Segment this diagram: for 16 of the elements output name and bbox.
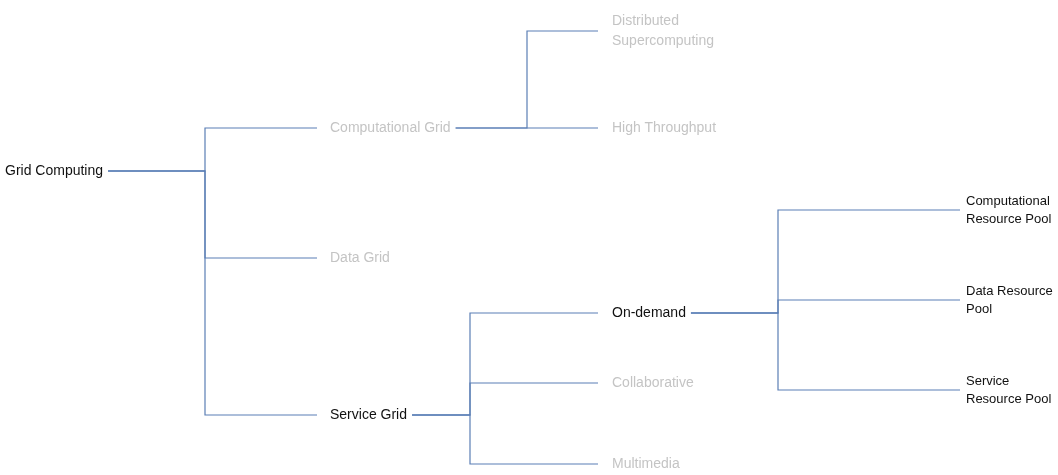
connector-line bbox=[455, 127, 599, 129]
node-label: High Throughput bbox=[612, 118, 717, 138]
node-label: Computational Grid bbox=[330, 118, 451, 138]
node-label: Service Grid bbox=[330, 405, 408, 425]
connector-line bbox=[411, 414, 599, 465]
node-label: Service Resource Pool bbox=[966, 371, 1053, 408]
node-label: Data Resource Pool bbox=[966, 281, 1054, 318]
node-label: Multimedia bbox=[612, 454, 680, 474]
connector-line bbox=[690, 312, 961, 391]
connector-line bbox=[107, 170, 318, 416]
node-label: Distributed Supercomputing bbox=[612, 11, 715, 50]
node-label: Collaborative bbox=[612, 373, 694, 393]
node-label: Computational Resource Pool bbox=[966, 191, 1053, 228]
node-label: Grid Computing bbox=[5, 161, 104, 181]
node-label: On-demand bbox=[612, 303, 686, 323]
node-label: Data Grid bbox=[330, 248, 390, 268]
